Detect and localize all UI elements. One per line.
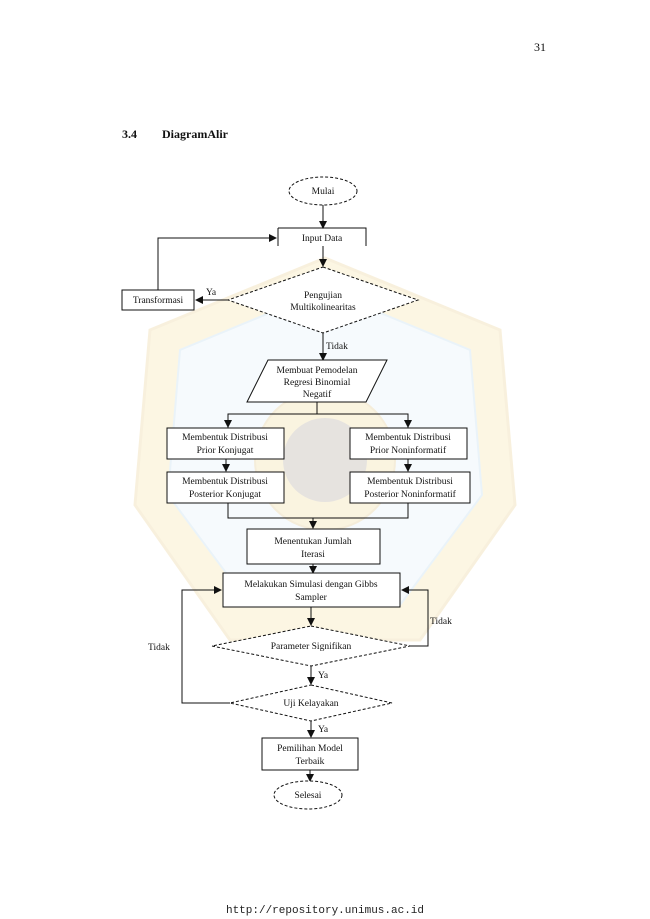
model-parallelogram [246,359,388,403]
prior-noninformative-box [349,427,468,460]
iteration-box [246,528,381,565]
section-number: 3.4 [122,127,137,141]
edge-tidak-kelayakan: Tidak [148,643,170,653]
section-title: DiagramAlir [162,127,228,141]
start-terminator [288,176,358,206]
edge-ya-kelayakan: Ya [318,725,329,735]
posterior-conjugate-label-2: Posterior Konjugat [189,490,261,500]
footer-url: http://repository.unimus.ac.id [225,905,425,917]
prior-noninformative-label-2: Prior Noninformatif [370,445,447,456]
iteration-label-1: Menentukan Jumlah [274,537,352,547]
iteration-label-2: Iterasi [301,550,325,560]
transformation-label: Transformasi [133,295,184,306]
input-data-label: Input Data [302,234,343,244]
edge-tidak-multiko: Tidak [326,342,348,352]
edge-ya-parameter: Ya [318,671,329,681]
best-model-label-1: Pemilihan Model [277,744,343,754]
input-data-box [277,227,367,246]
start-label: Mulai [312,187,335,197]
parameter-significance-label: Parameter Signifikan [271,641,352,652]
gibbs-sampler-label-2: Sampler [295,593,327,603]
feasibility-test-label: Uji Kelayakan [283,699,338,709]
edge-tidak-parameter: Tidak [430,617,452,627]
edge-ya-transformasi: Ya [206,288,217,298]
posterior-noninformative-label-1: Membentuk Distribusi [367,477,453,487]
posterior-conjugate-box [166,471,285,504]
prior-conjugate-label-1: Membentuk Distribusi [182,433,268,443]
page-number: 31 [534,40,546,54]
end-terminator [273,780,343,810]
model-label-1: Membuat Pemodelan [277,366,358,376]
gibbs-sampler-label-1: Melakukan Simulasi dengan Gibbs [244,580,378,590]
section-heading: 3.4 DiagramAlir [122,127,228,142]
end-label: Selesai [295,791,322,801]
gibbs-sampler-box [222,572,401,608]
multicollinearity-label-1: Pengujian [304,291,342,301]
best-model-box [261,737,359,771]
model-label-2: Regresi Binomial [284,378,351,388]
posterior-noninformative-box [349,471,471,504]
prior-noninformative-label-1: Membentuk Distribusi [365,433,451,443]
prior-conjugate-label-2: Prior Konjugat [197,446,254,456]
model-label-3: Negatif [303,389,332,400]
best-model-label-2: Terbaik [296,757,325,767]
posterior-noninformative-label-2: Posterior Noninformatif [364,489,456,500]
university-seal-watermark [133,256,517,642]
multicollinearity-label-2: Multikolinearitas [290,303,356,313]
posterior-conjugate-label-1: Membentuk Distribusi [182,477,268,487]
